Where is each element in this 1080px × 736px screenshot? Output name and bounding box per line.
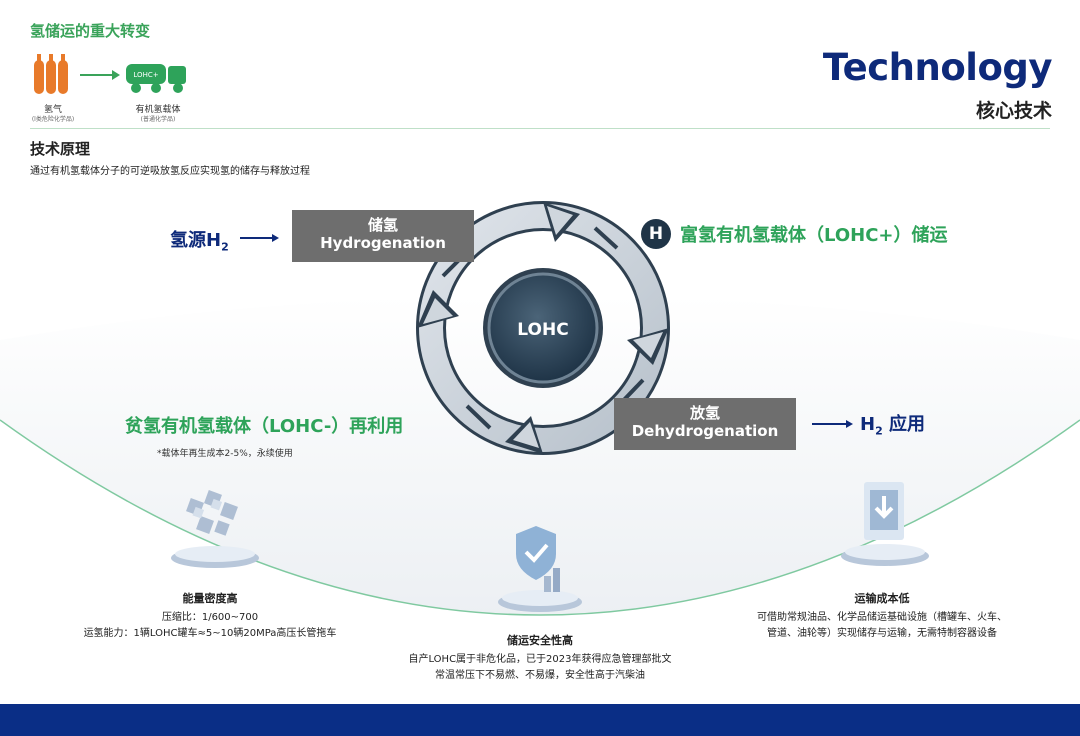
feature-line: 管道、油轮等）实现储存与运输，无需特制容器设备 [767,628,997,639]
cycle-arrowheads-icon [417,202,669,454]
hydrogen-sublabel: (l类危险化学品) [31,116,75,123]
dehydrogenation-box: 放氢 Dehydrogenation [614,398,796,450]
feature-line: 压缩比：1/600~700 [161,612,259,623]
hydrogenation-box: 储氢 Hydrogenation [292,210,474,262]
lean-carrier-label: 贫氢有机氢载体（LOHC-）再利用 [125,416,404,437]
section-subtitle: 核心技术 [975,100,1052,122]
principle-title: 技术原理 [30,140,91,158]
dehydrogenation-cn: 放氢 [689,404,720,422]
feature-safety-title: 储运安全性高 [507,634,573,647]
principle-description: 通过有机氢载体分子的可逆吸放氢反应实现氢的储存与释放过程 [30,166,310,177]
hydrogen-label: 氢气 [43,105,62,115]
arrow-right-icon [80,70,120,80]
footer-bar [0,704,1080,736]
safety-shield-icon [498,526,582,612]
gas-cylinders-icon [34,54,68,94]
hydrogenation-cn: 储氢 [367,216,398,234]
feature-cost-desc: 可借助常规油品、化学品储运基础设施（槽罐车、火车、 管道、油轮等）实现储存与运输… [712,610,1052,642]
feature-line: 运氢能力：1辆LOHC罐车≈5~10辆20MPa高压长管拖车 [83,628,337,639]
hydrogenation-en: Hydrogenation [320,234,446,252]
cycle-center-label: LOHC [517,320,568,340]
lohc-carrier-label: 有机氢载体 [135,105,181,115]
hydrogen-application-label: H2 应用 [860,414,926,438]
feature-line: 自产LOHC属于非危化品，已于2023年获得应急管理部批文 [408,654,672,665]
tanker-truck-icon: LOHC+ [126,64,186,93]
arrow-right-icon [240,234,279,242]
low-cost-icon [841,482,929,566]
arrow-right-icon [812,420,853,428]
dehydrogenation-en: Dehydrogenation [631,422,779,440]
energy-density-icon [171,490,259,568]
truck-label: LOHC+ [133,71,158,79]
lohc-carrier-sublabel: (普通化学品) [140,116,176,123]
feature-safety-desc: 自产LOHC属于非危化品，已于2023年获得应急管理部批文 常温常压下不易燃、不… [360,652,720,684]
hydrogen-source-label: 氢源H2 [170,230,229,254]
divider [30,128,1050,129]
section-title: Technology [822,46,1053,89]
feature-line: 可借助常规油品、化学品储运基础设施（槽罐车、火车、 [757,612,1007,623]
feature-energy-density-desc: 压缩比：1/600~700 运氢能力：1辆LOHC罐车≈5~10辆20MPa高压… [60,610,360,642]
hydrogen-to-lohc-graphic: LOHC+ [34,54,186,94]
transition-title: 氢储运的重大转变 [30,22,151,40]
feature-cost-title: 运输成本低 [854,592,910,605]
rich-carrier-label: 富氢有机氢载体（LOHC+）储运 [680,225,948,246]
lean-carrier-note: *载体年再生成本2-5%，永续使用 [157,449,293,459]
feature-energy-density-title: 能量密度高 [182,592,238,605]
hydrogen-badge-icon: H [641,219,671,249]
feature-line: 常温常压下不易燃、不易爆，安全性高于汽柴油 [435,670,645,681]
